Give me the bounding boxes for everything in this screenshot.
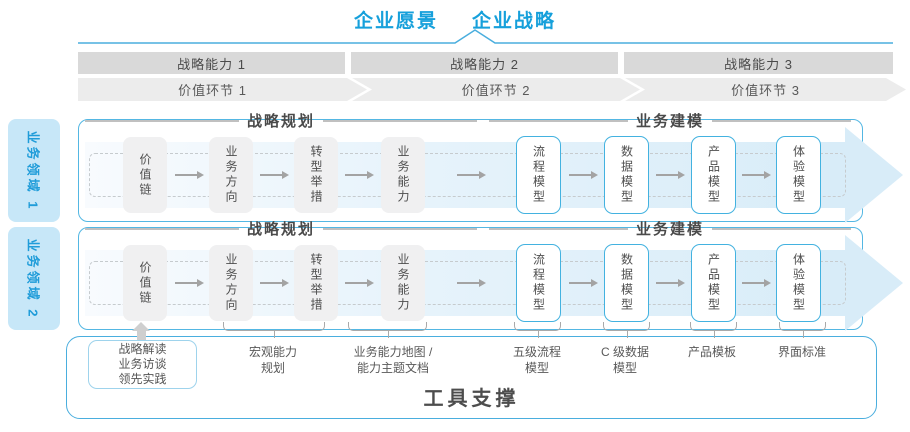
box-value-chain: 价值链: [123, 137, 167, 213]
box-business-direction: 业务方向: [209, 245, 253, 321]
practice-input-box: 战略解读 业务访谈 领先实践: [88, 340, 197, 389]
value-segment-3: 价值环节 3: [625, 78, 906, 101]
annotation-capability-map: 业务能力地图 / 能力主题文档: [353, 345, 433, 375]
domain-lane-2: 战略规划 业务建模 价值链 业务方向 转型举措 业务能力 流程模型 数据模型 产…: [78, 221, 903, 331]
flow-band-arrowhead-icon: [845, 127, 903, 223]
box-experience-model: 体验模型: [776, 244, 821, 322]
flow-arrow-icon: [345, 171, 374, 179]
brace-connector: [690, 322, 737, 338]
flow-arrow-icon: [457, 171, 486, 179]
annotation-process-model: 五级流程 模型: [512, 345, 562, 375]
modeling-title: 业务建模: [636, 113, 705, 130]
capability-segment-2: 战略能力 2: [351, 52, 618, 74]
flow-dashed-track: [89, 261, 846, 305]
modeling-title: 业务建模: [636, 221, 705, 238]
up-arrow-icon: [132, 322, 150, 331]
box-product-model: 产品模型: [691, 244, 736, 322]
flow-band-arrowhead-icon: [845, 235, 903, 331]
vision-title: 企业愿景: [353, 11, 438, 32]
capability-segment-1: 战略能力 1: [78, 52, 345, 74]
flow-arrow-icon: [656, 171, 685, 179]
domain-tab-1-label: 业务领域 1: [25, 130, 41, 211]
flow-arrow-icon: [175, 279, 204, 287]
annotation-ui-standard: 界面标准: [777, 345, 827, 359]
box-data-model: 数据模型: [604, 244, 649, 322]
flow-arrow-icon: [260, 279, 289, 287]
box-business-direction: 业务方向: [209, 137, 253, 213]
annotation-product-template: 产品模板: [687, 345, 737, 359]
flow-dashed-track: [89, 153, 846, 197]
practice-line-1: 战略解读: [118, 342, 167, 356]
up-arrow-shaft: [137, 331, 146, 340]
box-process-model: 流程模型: [516, 136, 561, 214]
page-title: 企业愿景 企业战略: [0, 6, 910, 33]
planning-title: 战略规划: [247, 113, 316, 130]
brace-connector: [779, 322, 826, 338]
brace-connector: [603, 322, 650, 338]
box-business-capability: 业务能力: [381, 245, 425, 321]
tool-support-container: 工具支撑: [66, 336, 877, 419]
annotation-data-model: C 级数据 模型: [600, 345, 650, 375]
brace-connector: [223, 322, 325, 338]
brace-connector: [348, 322, 427, 338]
flow-arrow-icon: [175, 171, 204, 179]
box-value-chain: 价值链: [123, 245, 167, 321]
domain-tab-2: 业务领域 2: [8, 227, 60, 330]
flow-arrow-icon: [569, 279, 598, 287]
annotation-macro-capability: 宏观能力 规划: [248, 345, 298, 375]
planning-legend: 战略规划: [85, 110, 478, 131]
flow-arrow-icon: [345, 279, 374, 287]
planning-title: 战略规划: [247, 221, 316, 238]
flow-arrow-icon: [656, 279, 685, 287]
box-business-capability: 业务能力: [381, 137, 425, 213]
strategy-title: 企业战略: [472, 11, 557, 32]
box-experience-model: 体验模型: [776, 136, 821, 214]
box-data-model: 数据模型: [604, 136, 649, 214]
capability-segment-3: 战略能力 3: [624, 52, 893, 74]
box-process-model: 流程模型: [516, 244, 561, 322]
box-transformation-initiatives: 转型举措: [294, 245, 338, 321]
modeling-legend: 业务建模: [489, 110, 852, 131]
domain-lane-1: 战略规划 业务建模 价值链 业务方向 转型举措 业务能力 流程模型 数据模型 产…: [78, 113, 903, 223]
domain-tab-1: 业务领域 1: [8, 119, 60, 222]
planning-legend: 战略规划: [85, 218, 478, 239]
practice-line-3: 领先实践: [118, 372, 167, 386]
domain-tab-2-label: 业务领域 2: [25, 238, 41, 319]
practice-line-2: 业务访谈: [118, 357, 167, 371]
value-segment-1: 价值环节 1: [78, 78, 367, 101]
box-transformation-initiatives: 转型举措: [294, 137, 338, 213]
tool-support-label: 工具支撑: [423, 388, 520, 410]
box-product-model: 产品模型: [691, 136, 736, 214]
flow-arrow-icon: [569, 171, 598, 179]
flow-arrow-icon: [260, 171, 289, 179]
scope-bracket-line: [78, 29, 893, 44]
modeling-legend: 业务建模: [489, 218, 852, 239]
value-segment-2: 价值环节 2: [352, 78, 640, 101]
flow-arrow-icon: [742, 171, 771, 179]
flow-arrow-icon: [742, 279, 771, 287]
brace-connector: [514, 322, 561, 338]
flow-arrow-icon: [457, 279, 486, 287]
